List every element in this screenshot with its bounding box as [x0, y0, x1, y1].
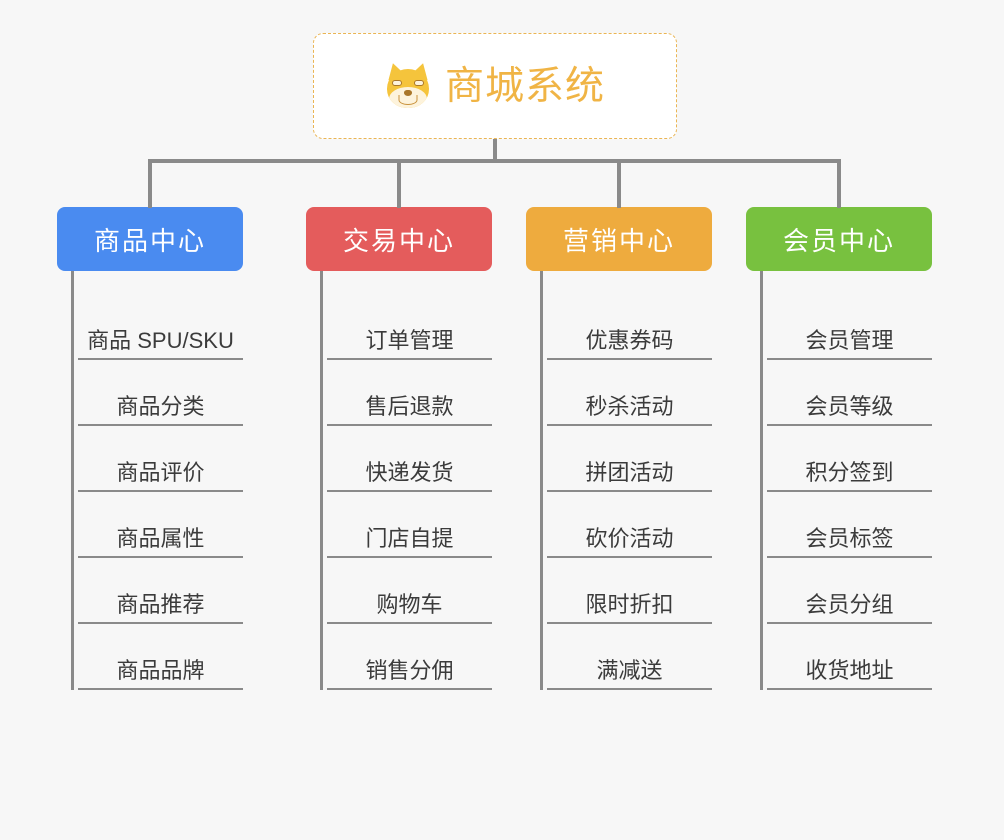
dog-eye-left-icon: [391, 80, 402, 86]
leaf-node[interactable]: 会员标签: [767, 492, 932, 558]
leaf-label: 商品推荐: [116, 592, 205, 617]
root-node[interactable]: 商城系统: [313, 33, 677, 139]
category-title: 交易中心: [342, 225, 455, 256]
category-title: 商品中心: [93, 225, 206, 256]
root-title: 商城系统: [444, 64, 605, 108]
connector-drop-1: [148, 159, 152, 208]
leaf-node[interactable]: 会员分组: [767, 558, 932, 624]
branch-trunk: 商品 SPU/SKU 商品分类商品评价商品属性商品推荐商品品牌: [71, 271, 243, 690]
leaf-label: 满减送: [596, 658, 663, 683]
leaf-label: 销售分佣: [365, 658, 454, 683]
leaf-node[interactable]: 售后退款: [327, 360, 492, 426]
leaf-node[interactable]: 订单管理: [327, 294, 492, 360]
category-column: 会员中心会员管理会员等级积分签到会员标签会员分组收货地址: [746, 207, 932, 690]
branch-trunk: 优惠券码秒杀活动拼团活动砍价活动限时折扣满减送: [540, 271, 712, 690]
leaf-node[interactable]: 秒杀活动: [547, 360, 712, 426]
connector-horizontal-bus: [149, 159, 841, 163]
leaf-node[interactable]: 拼团活动: [547, 426, 712, 492]
leaf-node[interactable]: 销售分佣: [327, 624, 492, 690]
leaf-node[interactable]: 商品品牌: [78, 624, 243, 690]
leaf-node[interactable]: 商品评价: [78, 426, 243, 492]
leaf-label: 商品 SPU/SKU: [87, 328, 234, 353]
leaf-label: 会员管理: [805, 328, 894, 353]
category-header[interactable]: 交易中心: [306, 207, 492, 271]
connector-drop-4: [837, 159, 841, 208]
leaf-node[interactable]: 限时折扣: [547, 558, 712, 624]
leaf-node[interactable]: 收货地址: [767, 624, 932, 690]
leaf-label: 商品评价: [116, 460, 205, 485]
category-column: 营销中心优惠券码秒杀活动拼团活动砍价活动限时折扣满减送: [526, 207, 712, 690]
leaf-node[interactable]: 积分签到: [767, 426, 932, 492]
category-header[interactable]: 会员中心: [746, 207, 932, 271]
category-title: 会员中心: [782, 225, 895, 256]
branch-trunk: 会员管理会员等级积分签到会员标签会员分组收货地址: [760, 271, 932, 690]
leaf-label: 订单管理: [365, 328, 454, 353]
shiba-inu-dog-face-icon: [384, 60, 432, 109]
category-column: 交易中心订单管理售后退款快递发货门店自提购物车销售分佣: [306, 207, 492, 690]
leaf-node[interactable]: 会员管理: [767, 294, 932, 360]
leaf-label: 商品品牌: [116, 658, 205, 683]
leaf-node[interactable]: 商品 SPU/SKU: [78, 294, 243, 360]
leaf-node[interactable]: 会员等级: [767, 360, 932, 426]
leaf-label: 会员分组: [805, 592, 894, 617]
leaf-label: 商品属性: [116, 526, 205, 551]
leaf-node[interactable]: 快递发货: [327, 426, 492, 492]
leaf-node[interactable]: 商品分类: [78, 360, 243, 426]
category-title: 营销中心: [562, 225, 675, 256]
dog-eye-right-icon: [413, 80, 424, 86]
leaf-node[interactable]: 购物车: [327, 558, 492, 624]
leaf-label: 积分签到: [805, 460, 894, 485]
category-header[interactable]: 营销中心: [526, 207, 712, 271]
dog-head-icon: [386, 69, 429, 108]
leaf-label: 售后退款: [365, 394, 454, 419]
leaf-label: 限时折扣: [585, 592, 674, 617]
connector-drop-3: [617, 159, 621, 208]
leaf-label: 优惠券码: [585, 328, 674, 353]
leaf-label: 拼团活动: [585, 460, 674, 485]
leaf-label: 秒杀活动: [585, 394, 674, 419]
leaf-label: 商品分类: [116, 394, 205, 419]
leaf-node[interactable]: 商品推荐: [78, 558, 243, 624]
dog-mouth-icon: [398, 95, 418, 105]
leaf-node[interactable]: 优惠券码: [547, 294, 712, 360]
leaf-node[interactable]: 商品属性: [78, 492, 243, 558]
leaf-label: 会员等级: [805, 394, 894, 419]
dog-nose-icon: [403, 90, 412, 96]
category-column: 商品中心商品 SPU/SKU 商品分类商品评价商品属性商品推荐商品品牌: [57, 207, 243, 690]
connector-drop-2: [397, 159, 401, 208]
leaf-label: 购物车: [376, 592, 443, 617]
branch-trunk: 订单管理售后退款快递发货门店自提购物车销售分佣: [320, 271, 492, 690]
leaf-label: 收货地址: [805, 658, 894, 683]
leaf-label: 会员标签: [805, 526, 894, 551]
connector-root-stem: [493, 139, 497, 162]
leaf-label: 门店自提: [365, 526, 454, 551]
leaf-label: 快递发货: [365, 460, 454, 485]
leaf-node[interactable]: 门店自提: [327, 492, 492, 558]
leaf-label: 砍价活动: [585, 526, 674, 551]
category-header[interactable]: 商品中心: [57, 207, 243, 271]
leaf-node[interactable]: 砍价活动: [547, 492, 712, 558]
leaf-node[interactable]: 满减送: [547, 624, 712, 690]
